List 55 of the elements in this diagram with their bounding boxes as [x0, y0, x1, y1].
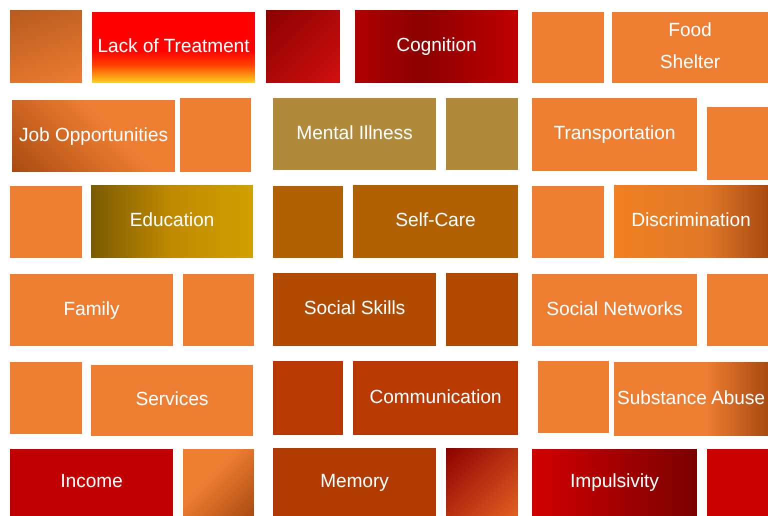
tile-label: Cognition — [396, 35, 477, 58]
tile-label: Transportation — [554, 123, 676, 146]
brick-tile — [614, 185, 768, 258]
tile-label: Social Networks — [546, 298, 683, 322]
brick-tile — [10, 186, 82, 258]
tile-label: Social Skills — [304, 298, 406, 321]
brick-tile — [273, 448, 436, 516]
brick-tile — [273, 186, 343, 258]
brick-tile — [273, 361, 343, 435]
brick-tile — [91, 185, 253, 258]
brick-tile — [707, 107, 768, 180]
brick-tile — [538, 361, 609, 433]
brick-tile — [532, 449, 697, 516]
brick-tile — [707, 274, 768, 346]
brick-tile — [707, 449, 768, 516]
brick-tile — [180, 98, 251, 172]
brick-tile — [446, 448, 518, 516]
brick-tile — [353, 361, 518, 435]
tile-label: Income — [60, 471, 123, 494]
brick-tile — [91, 365, 253, 436]
brick-tile — [446, 273, 518, 346]
brick-tile — [92, 12, 255, 83]
brick-tile — [266, 10, 340, 83]
tile-label: Education — [130, 210, 214, 233]
tile-label: Services — [136, 389, 208, 412]
brick-tile — [614, 362, 768, 436]
brick-tile — [446, 98, 518, 170]
brick-tile — [183, 449, 254, 516]
brick-tile — [10, 274, 173, 346]
brick-tile — [273, 273, 436, 346]
brick-tile — [532, 186, 604, 258]
tile-label: Family — [64, 298, 120, 322]
brick-tile — [183, 274, 254, 346]
brick-tile — [10, 10, 82, 83]
tile-label: Discrimination — [631, 210, 751, 233]
brick-tile — [353, 185, 518, 258]
brick-tile — [355, 10, 518, 83]
brick-tile — [532, 98, 697, 171]
tile-label: Food — [668, 20, 712, 44]
tile-label: Impulsivity — [570, 471, 659, 494]
brick-tile — [10, 449, 173, 516]
tile-label: Shelter — [660, 52, 720, 75]
tile-label: Mental Illness — [296, 122, 413, 146]
tile-label: Substance Abuse — [617, 388, 765, 410]
brick-tile — [10, 362, 82, 434]
brick-tile — [273, 98, 436, 170]
tile-label: Communication — [370, 386, 502, 410]
brick-tile — [532, 274, 697, 346]
tile-label: Lack of Treatment — [97, 36, 250, 59]
brick-tile — [612, 12, 768, 83]
tile-label: Job Opportunities — [19, 124, 168, 148]
tile-label: Memory — [320, 470, 389, 494]
brick-tile — [532, 12, 604, 83]
brick-tile — [12, 100, 175, 172]
tile-label: Self-Care — [395, 210, 476, 233]
